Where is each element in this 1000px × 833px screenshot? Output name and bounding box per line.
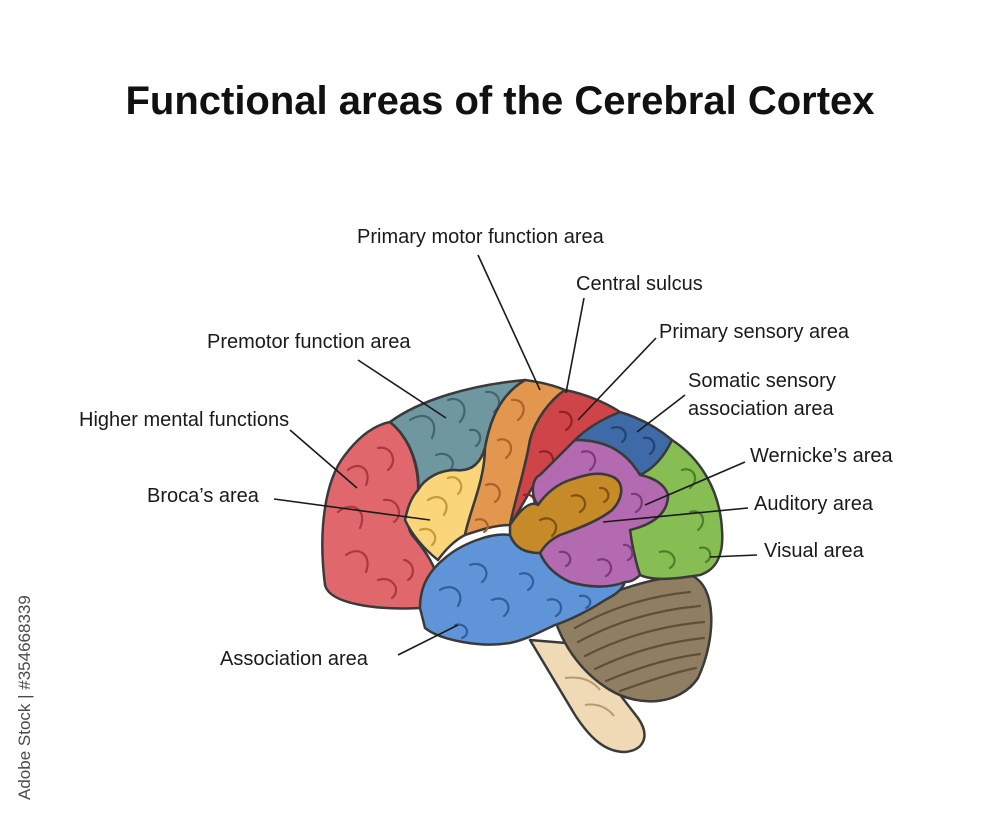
somatic-association-gyri (610, 426, 656, 456)
leader-somatic-association (636, 394, 686, 433)
label-broca: Broca’s area (147, 485, 260, 507)
leader-primary-motor (477, 254, 541, 391)
label-premotor: Premotor function area (207, 331, 411, 353)
diagram-title: Functional areas of the Cerebral Cortex (125, 79, 874, 123)
prefrontal-gyri (336, 446, 414, 600)
leader-auditory (602, 507, 749, 523)
label-association: Association area (220, 648, 369, 670)
label-central-sulcus: Central sulcus (576, 273, 703, 295)
label-visual: Visual area (764, 540, 865, 562)
brainstem-detail (564, 676, 615, 717)
leader-primary-sensory (577, 337, 657, 421)
leader-central-sulcus (565, 297, 585, 394)
leader-visual (709, 554, 758, 558)
visual-gyri (658, 468, 712, 570)
leader-premotor (357, 359, 447, 419)
auditory-region (508, 472, 623, 555)
leader-broca (273, 498, 431, 521)
premotor-gyri (408, 390, 501, 472)
label-higher-mental: Higher mental functions (79, 409, 289, 431)
auditory-gyri (538, 486, 610, 538)
label-wernicke: Wernicke’s area (750, 445, 894, 467)
primary-motor-gyri (474, 398, 525, 534)
label-primary-motor: Primary motor function area (357, 226, 605, 248)
temporal-gyri (438, 562, 592, 640)
leader-lines (273, 254, 758, 656)
label-somatic-line1: Somatic sensory (688, 370, 836, 392)
stock-id-watermark: Adobe Stock | #354668339 (15, 595, 34, 800)
label-auditory: Auditory area (754, 493, 874, 515)
broca-gyri (418, 476, 463, 547)
label-somatic-line2: association area (688, 398, 835, 420)
labels: Primary motor function area Central sulc… (79, 226, 894, 670)
leader-higher-mental (289, 429, 358, 489)
cerebellum-folia (573, 590, 706, 693)
wernicke-gyri (558, 450, 643, 578)
leader-wernicke (644, 461, 746, 506)
leader-association (397, 624, 459, 656)
label-primary-sensory: Primary sensory area (659, 321, 850, 343)
